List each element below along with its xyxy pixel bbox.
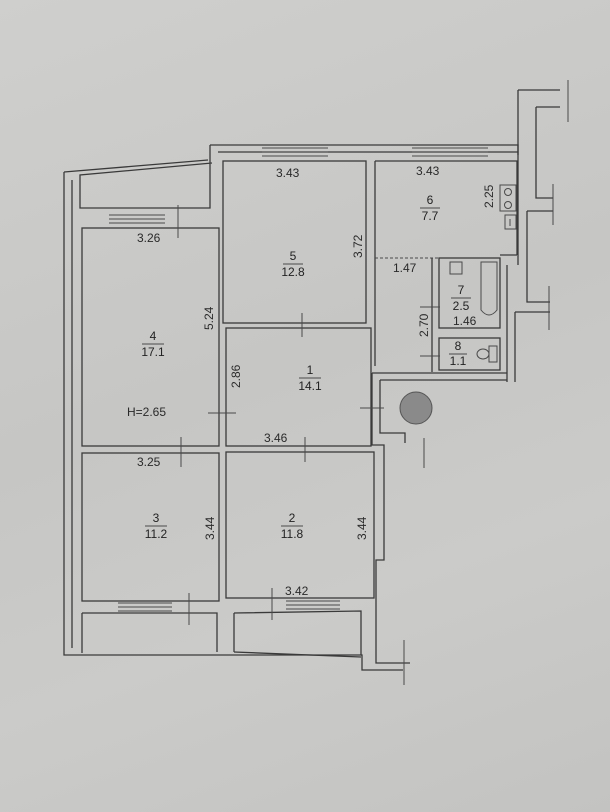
balconies xyxy=(81,610,362,658)
svg-text:6: 6 xyxy=(427,193,434,207)
dim-room2-side: 3.44 xyxy=(355,516,369,540)
room-7-outline xyxy=(438,257,501,329)
room-3-outline xyxy=(81,452,220,602)
room-8-outline xyxy=(438,337,501,371)
dim-room6-side: 2.25 xyxy=(482,184,496,208)
svg-text:12.8: 12.8 xyxy=(281,265,305,279)
room-label-2: 2 11.8 xyxy=(281,511,304,541)
room-label-4: 4 17.1 xyxy=(141,329,165,359)
svg-text:3: 3 xyxy=(153,511,160,525)
ceiling-height-label: H=2.65 xyxy=(127,405,166,419)
svg-text:7.7: 7.7 xyxy=(422,209,439,223)
room-2-outline xyxy=(225,451,375,599)
svg-text:4: 4 xyxy=(150,329,157,343)
room-4-outline xyxy=(81,227,220,447)
dim-room2-bottom: 3.42 xyxy=(285,584,309,598)
window-room2 xyxy=(286,600,340,610)
room-label-5: 5 12.8 xyxy=(281,249,305,279)
room-6-outline xyxy=(375,160,518,255)
dim-bath-side: 2.70 xyxy=(417,313,431,337)
window-room4 xyxy=(109,214,165,224)
window-room3 xyxy=(118,602,172,612)
room-5-outline xyxy=(222,160,367,324)
dim-bath-width: 1.46 xyxy=(453,314,477,328)
dim-room1-bottom: 3.46 xyxy=(264,431,288,445)
door-marks xyxy=(177,205,440,625)
dim-room5-side: 3.72 xyxy=(351,234,365,258)
svg-text:1.1: 1.1 xyxy=(450,354,467,368)
sink-icon xyxy=(504,214,517,230)
dim-room1-side: 2.86 xyxy=(229,364,243,388)
riser-icon xyxy=(399,391,433,425)
svg-text:8: 8 xyxy=(455,339,462,353)
room-1-outline xyxy=(225,327,372,447)
svg-text:1: 1 xyxy=(307,363,314,377)
svg-text:17.1: 17.1 xyxy=(141,345,165,359)
svg-text:2: 2 xyxy=(289,511,296,525)
svg-text:11.2: 11.2 xyxy=(145,527,168,541)
bathtub-icon xyxy=(449,261,498,316)
dim-room4-side: 5.24 xyxy=(202,306,216,330)
window-room5 xyxy=(262,147,328,157)
room-label-3: 3 11.2 xyxy=(145,511,168,541)
svg-text:11.8: 11.8 xyxy=(281,527,304,541)
stove-icon xyxy=(499,184,517,212)
svg-text:5: 5 xyxy=(290,249,297,263)
dim-room5-top: 3.43 xyxy=(276,166,300,180)
svg-text:7: 7 xyxy=(458,283,465,297)
dim-room6-top: 3.43 xyxy=(416,164,440,178)
svg-text:14.1: 14.1 xyxy=(298,379,322,393)
room-label-6: 6 7.7 xyxy=(420,193,440,223)
room-label-8: 8 1.1 xyxy=(449,339,467,368)
dim-corridor-width: 1.47 xyxy=(393,261,417,275)
room-label-1: 1 14.1 xyxy=(298,363,322,393)
dim-room4-top: 3.26 xyxy=(137,231,161,245)
dim-room3-top: 3.25 xyxy=(137,455,161,469)
svg-text:2.5: 2.5 xyxy=(453,299,470,313)
toilet-icon xyxy=(476,345,498,363)
window-room6 xyxy=(412,147,488,157)
room-label-7: 7 2.5 xyxy=(451,283,471,313)
dimension-labels: 3.43 3.43 3.26 1.47 1.46 3.46 3.25 3.42 … xyxy=(137,164,496,598)
dim-room3-side: 3.44 xyxy=(203,516,217,540)
windows xyxy=(109,147,488,612)
